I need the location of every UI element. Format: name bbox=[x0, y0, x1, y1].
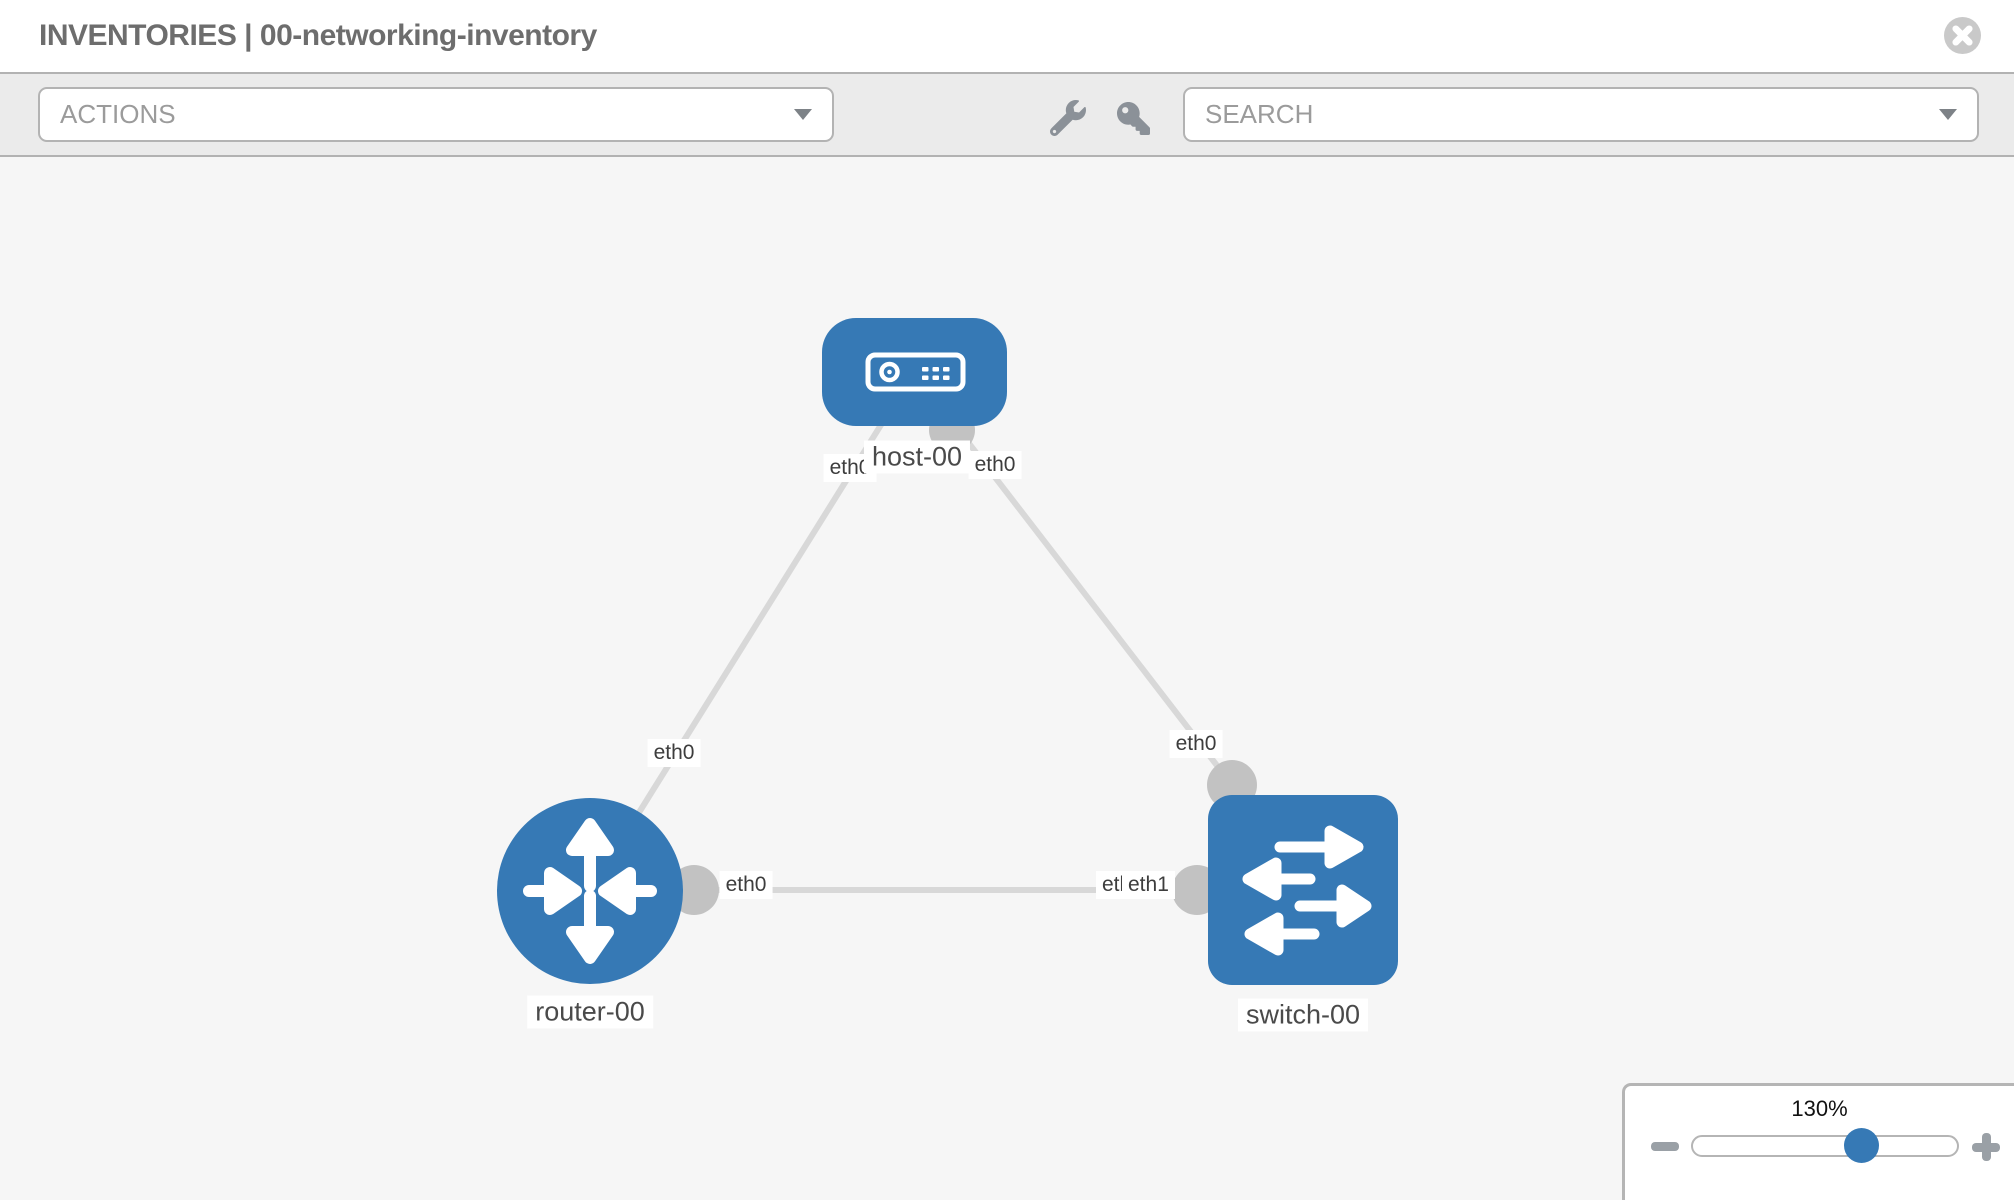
zoom-in-button[interactable] bbox=[1972, 1133, 2000, 1161]
node-router-00[interactable] bbox=[497, 798, 683, 984]
toolbar: ACTIONS SEARCH bbox=[0, 72, 2014, 157]
iface-label-router-switch-src: eth0 bbox=[719, 871, 773, 899]
search-dropdown[interactable]: SEARCH bbox=[1183, 87, 1979, 142]
node-switch-00[interactable] bbox=[1208, 795, 1398, 985]
iface-label-host-switch-src: eth0 bbox=[968, 451, 1022, 479]
credentials-button[interactable] bbox=[1117, 102, 1150, 140]
router-arrows-icon bbox=[523, 818, 657, 964]
zoom-slider[interactable] bbox=[1691, 1128, 1959, 1163]
wrench-icon bbox=[1049, 100, 1086, 137]
links-layer bbox=[587, 370, 1300, 915]
zoom-panel: 130% bbox=[1622, 1083, 2014, 1200]
search-dropdown-label: SEARCH bbox=[1205, 99, 1314, 129]
switch-arrows-icon bbox=[1242, 825, 1372, 956]
actions-dropdown-label: ACTIONS bbox=[60, 99, 176, 129]
node-label-host: host-00 bbox=[863, 440, 971, 474]
chevron-down-icon bbox=[1939, 109, 1957, 120]
zoom-slider-handle[interactable] bbox=[1843, 1128, 1879, 1163]
topology-canvas[interactable]: host-00 router-00 switch-00 eth0 eth0 et… bbox=[0, 157, 2014, 1200]
actions-dropdown[interactable]: ACTIONS bbox=[38, 87, 834, 142]
chevron-down-icon bbox=[794, 109, 812, 120]
adhoc-commands-button[interactable] bbox=[1049, 100, 1086, 141]
iface-label-router-switch-dst-eth1: eth1 bbox=[1122, 871, 1175, 899]
page-title: INVENTORIES | 00-networking-inventory bbox=[39, 19, 597, 52]
close-button[interactable] bbox=[1944, 17, 1981, 54]
close-icon bbox=[1952, 25, 1973, 46]
node-host-00[interactable] bbox=[822, 318, 1007, 426]
link-host-switch[interactable] bbox=[911, 370, 1275, 839]
key-icon bbox=[1117, 102, 1150, 135]
node-label-switch: switch-00 bbox=[1237, 998, 1369, 1032]
zoom-out-button[interactable] bbox=[1651, 1142, 1679, 1151]
server-icon bbox=[865, 352, 966, 392]
iface-label-host-router-dst: eth0 bbox=[647, 739, 701, 767]
header: INVENTORIES | 00-networking-inventory bbox=[0, 0, 2014, 72]
zoom-level-label: 130% bbox=[1791, 1096, 1848, 1121]
iface-label-host-switch-dst: eth0 bbox=[1169, 730, 1223, 758]
node-label-router: router-00 bbox=[527, 995, 653, 1029]
